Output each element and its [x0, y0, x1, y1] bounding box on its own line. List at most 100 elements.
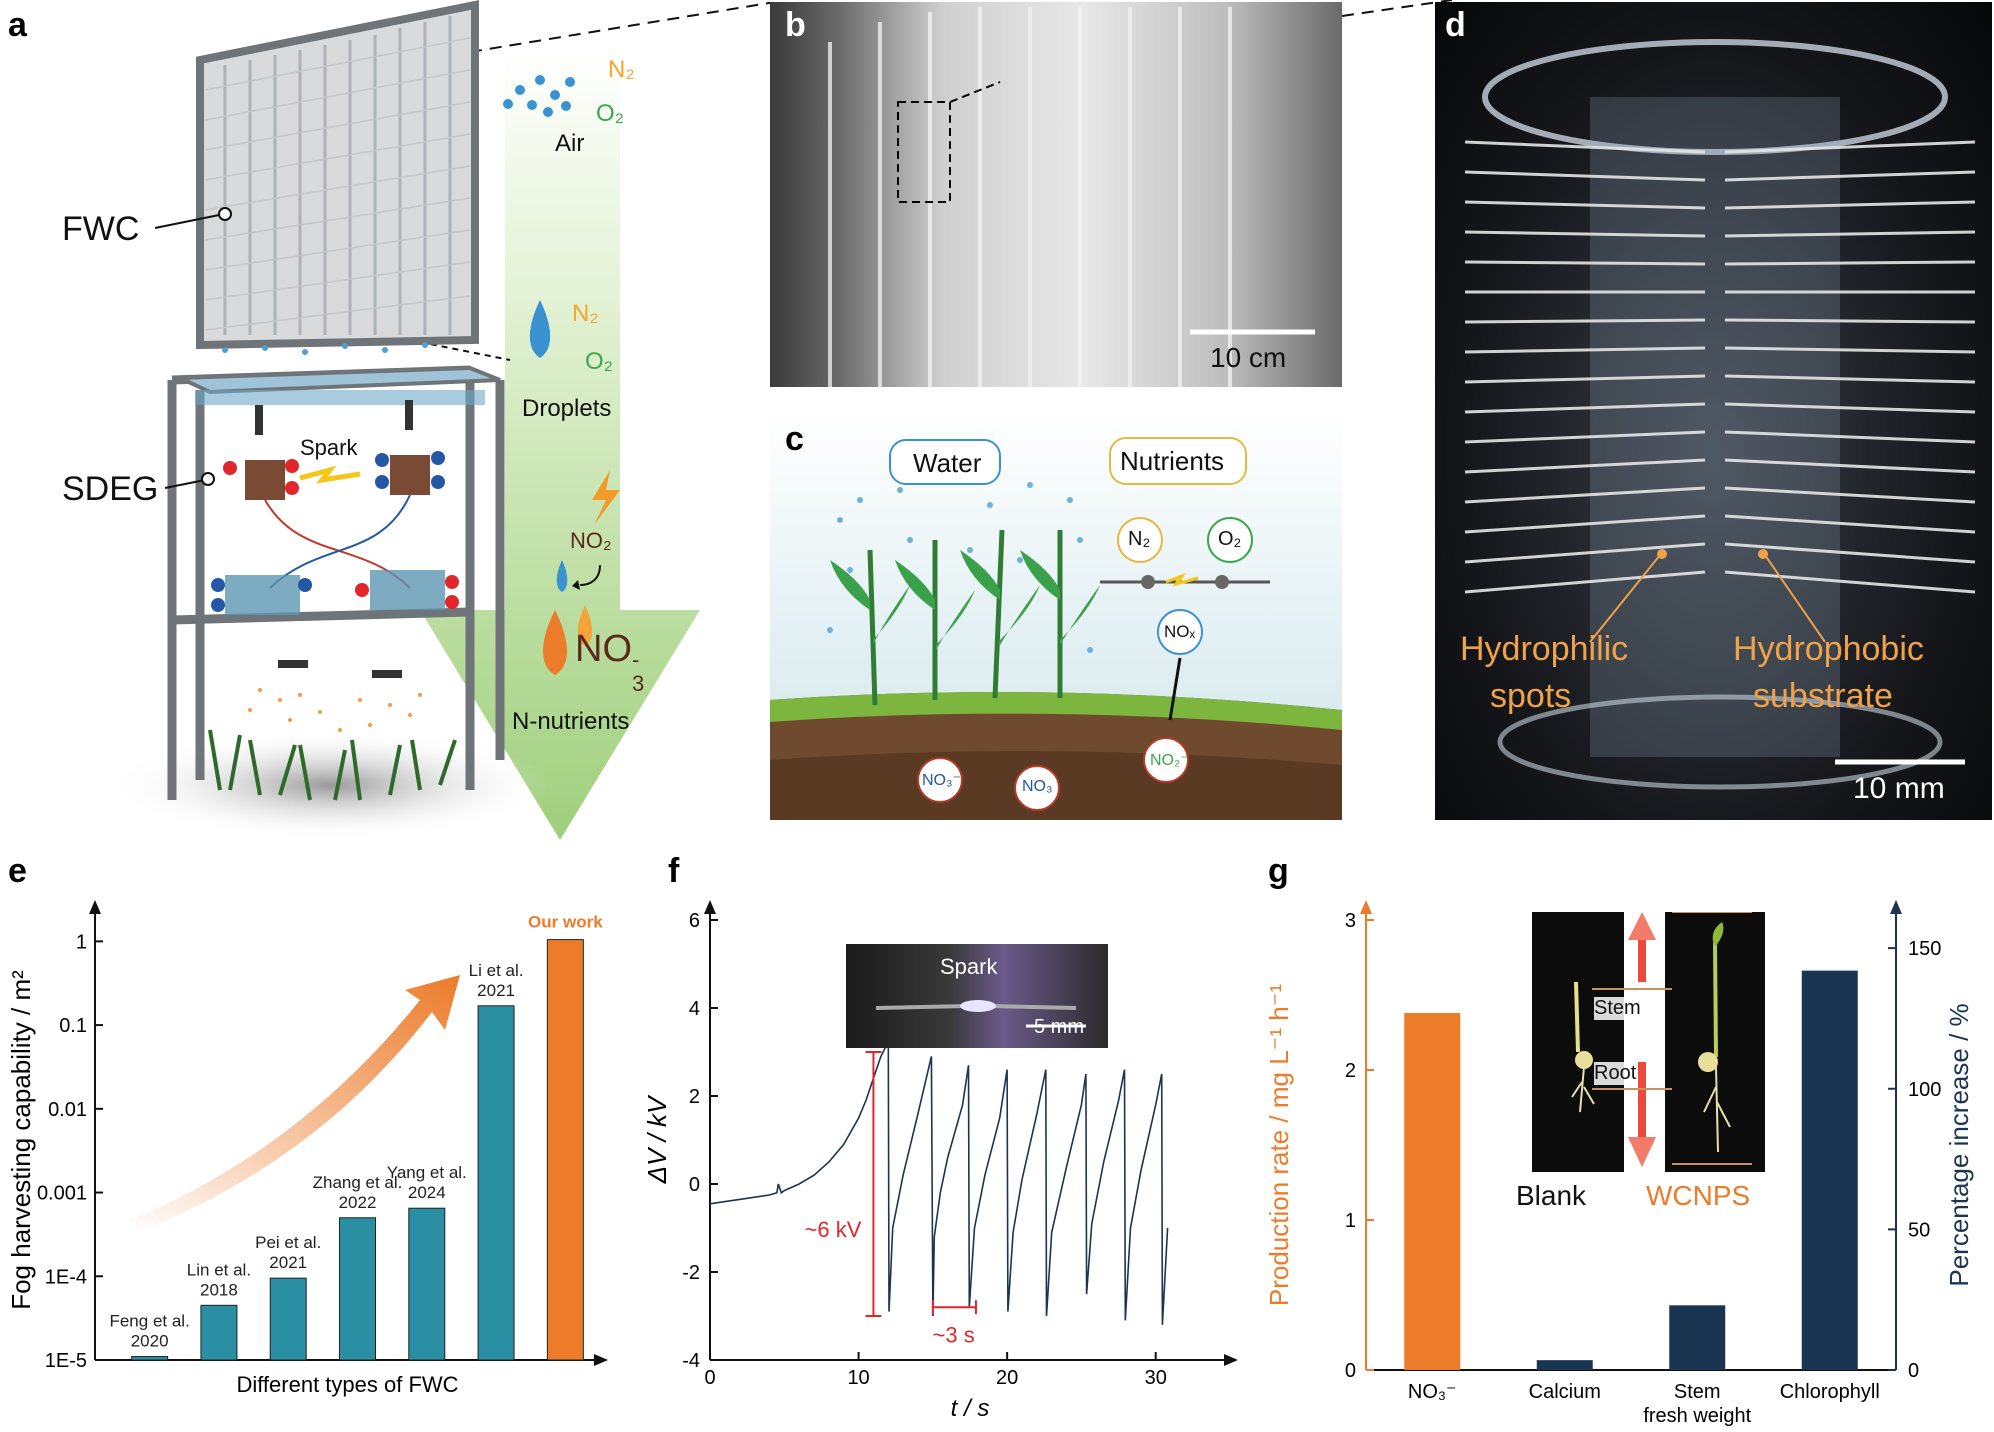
- panel-label-a: a: [8, 6, 27, 44]
- left-y-tick-label: 2: [1345, 1060, 1356, 1082]
- right-y-tick-label: 50: [1908, 1219, 1930, 1241]
- n-nutrients-label: N-nutrients: [512, 708, 630, 735]
- left-y-tick-label: 0: [1345, 1360, 1356, 1382]
- c-n2-label: N₂: [1128, 528, 1151, 550]
- bar: [1669, 1305, 1726, 1370]
- droplet-n2-label: N₂: [572, 300, 599, 327]
- category-label: Chlorophyll: [1780, 1381, 1880, 1403]
- x-tick-label: 30: [1145, 1367, 1167, 1389]
- right-y-tick-label: 150: [1908, 938, 1941, 960]
- right-y-axis-arrow: [1890, 900, 1902, 914]
- bar-label: Yang et al.2024: [387, 1163, 467, 1202]
- fwc-label: FWC: [62, 210, 140, 248]
- root-label: Root: [1594, 1062, 1637, 1085]
- left-y-tick-label: 3: [1345, 910, 1356, 932]
- c-no3-a: NO₃⁻: [922, 772, 961, 789]
- no3-label: NO-3: [575, 628, 646, 696]
- fwc-photo: 10 cm: [770, 2, 1342, 387]
- y-tick-label: 0.01: [48, 1099, 87, 1121]
- bar: [269, 1277, 307, 1361]
- period-annotation: ~3 s: [933, 1322, 975, 1347]
- air-o2-label: O₂: [596, 100, 624, 127]
- left-y-axis-title: Production rate / mg L⁻¹ h⁻¹: [1264, 984, 1294, 1307]
- panel-label-c: c: [785, 420, 804, 458]
- hydrophilic-label-1: Hydrophilic: [1460, 630, 1629, 668]
- bar: [1536, 1360, 1593, 1370]
- panel-d-scale: 10 mm: [1853, 772, 1945, 805]
- y-tick-label: 0: [689, 1174, 700, 1196]
- air-label: Air: [555, 130, 585, 157]
- droplets-label: Droplets: [522, 395, 612, 422]
- crop-illustration: Water Nutrients N₂ O₂ NOₓ NO₃⁻ NO₃ NO₂⁻: [770, 410, 1342, 820]
- c-no2: NO₂⁻: [1150, 752, 1189, 769]
- y-tick-label: 1: [76, 931, 87, 953]
- y-tick-label: 1E-5: [45, 1350, 87, 1372]
- hydrophobic-label-1: Hydrophobic: [1733, 630, 1924, 668]
- y-tick-label: -2: [682, 1262, 700, 1284]
- panel-label-e: e: [8, 852, 27, 890]
- bar: [546, 939, 584, 1361]
- category-label: NO₃⁻: [1408, 1381, 1457, 1403]
- trend-arrow: [130, 975, 460, 1235]
- nutrients-label: Nutrients: [1120, 446, 1225, 476]
- c-nox-label: NOₓ: [1164, 622, 1196, 641]
- fwc-unit-photo: Hydrophilic spots Hydrophobic substrate …: [1435, 2, 1992, 820]
- no2-label: NO₂: [570, 528, 612, 553]
- bar: [131, 1356, 169, 1361]
- no3-sub: 3: [632, 671, 645, 696]
- category-label: Calcium: [1529, 1381, 1601, 1403]
- amplitude-annotation: ~6 kV: [805, 1217, 862, 1242]
- right-y-tick-label: 0: [1908, 1360, 1919, 1382]
- y-tick-label: 4: [689, 998, 700, 1020]
- plant-inset-photo: Stem Root: [1532, 912, 1796, 1172]
- c-no3-b: NO₃: [1022, 778, 1053, 795]
- spark-inset-label: Spark: [940, 954, 998, 979]
- hydrophobic-label-2: substrate: [1753, 677, 1893, 715]
- y-axis-arrow: [89, 900, 101, 914]
- spark-inset-photo: Spark 5 mm: [846, 944, 1108, 1048]
- x-tick-label: 0: [704, 1367, 715, 1389]
- bar-label: Zhang et al.2022: [313, 1173, 403, 1212]
- y-tick-label: 6: [689, 910, 700, 932]
- y-axis-title: Fog harvesting capability / m²: [6, 970, 36, 1310]
- panel-a-illustration: [110, 0, 770, 840]
- y-axis-arrow: [704, 900, 716, 914]
- y-tick-label: -4: [682, 1350, 700, 1372]
- no3-sup: -: [632, 647, 640, 672]
- bar-label: Lin et al.2018: [187, 1260, 251, 1299]
- x-axis-title: t / s: [951, 1395, 990, 1422]
- panel-label-g: g: [1268, 852, 1289, 890]
- bar-label: Our work: [528, 913, 603, 932]
- water-label: Water: [913, 448, 982, 478]
- right-y-tick-label: 100: [1908, 1079, 1941, 1101]
- air-n2-label: N₂: [608, 56, 635, 83]
- x-axis-arrow: [594, 1354, 608, 1366]
- voltage-series-line: [709, 1040, 1169, 1325]
- blank-label: Blank: [1516, 1180, 1587, 1211]
- fwc-frame: [196, 0, 479, 350]
- panel-label-f: f: [668, 852, 680, 890]
- c-o2-label: O₂: [1218, 528, 1242, 550]
- bar: [339, 1217, 376, 1361]
- panel-label-d: d: [1445, 6, 1466, 44]
- x-tick-label: 10: [847, 1367, 869, 1389]
- x-axis-arrow: [1224, 1354, 1238, 1366]
- bar: [1801, 970, 1858, 1370]
- y-axis-title: ΔV / kV: [642, 1094, 672, 1184]
- sdeg-label: SDEG: [62, 470, 159, 508]
- stem-label: Stem: [1594, 997, 1641, 1020]
- spark-inset-scale: 5 mm: [1034, 1016, 1084, 1038]
- hydrophilic-label-2: spots: [1490, 677, 1572, 715]
- left-y-axis-arrow: [1360, 900, 1372, 914]
- right-y-axis-title: Percentage increase / %: [1944, 1003, 1974, 1286]
- y-tick-label: 2: [689, 1086, 700, 1108]
- no3-main: NO: [575, 628, 632, 670]
- process-arrow: [420, 50, 700, 840]
- spark-label: Spark: [300, 435, 358, 460]
- x-axis-title: Different types of FWC: [236, 1372, 458, 1397]
- y-tick-label: 0.001: [37, 1183, 87, 1205]
